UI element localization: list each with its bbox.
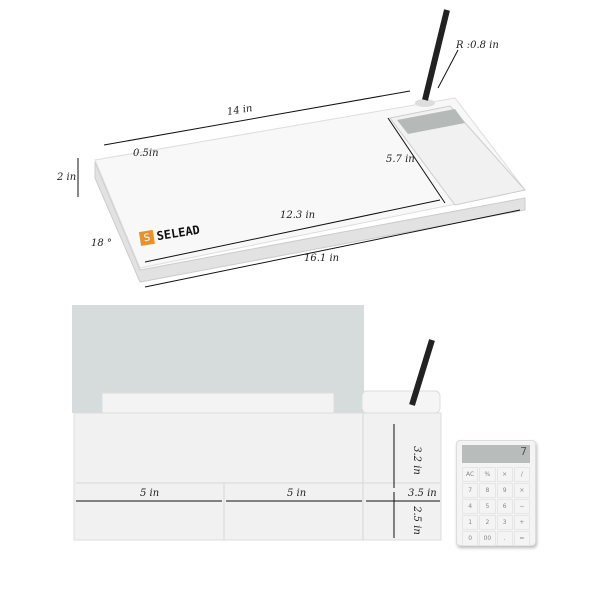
pen-cup [361, 390, 441, 414]
calculator-key: 8 [479, 483, 496, 498]
calculator-key: 0 [462, 531, 479, 546]
calculator-key: − [513, 499, 530, 514]
pen-2 [409, 339, 435, 406]
dim-height: 2 in [57, 172, 77, 183]
calculator-key: × [513, 483, 530, 498]
calculator-key: 2 [479, 515, 496, 530]
dim-right-lower-depth: 2.5 in [410, 506, 422, 535]
calculator-key: 7 [462, 483, 479, 498]
dim-total-length: 16.1 in [304, 253, 340, 264]
dim-angle: 18 ° [91, 238, 112, 249]
tray [73, 412, 442, 541]
lid-ledge [101, 392, 335, 414]
calculator-key: 9 [496, 483, 513, 498]
dim-board-width: 12.3 in [280, 210, 316, 221]
dim-board-depth: 5.7 in [386, 154, 415, 165]
pen-holder [415, 99, 435, 107]
calculator-key: 5 [479, 499, 496, 514]
calculator-key: 3 [496, 515, 513, 530]
calculator-key: / [513, 467, 530, 482]
dim-groove-depth: 0.5in [133, 148, 159, 159]
calculator-key: 1 [462, 515, 479, 530]
board-side [94, 161, 526, 283]
dim-middle-compartment: 5 in [287, 488, 307, 499]
dim-right-width: 3.5 in [408, 488, 437, 499]
dim-left-compartment: 5 in [140, 488, 160, 499]
dim-pen-radius: R :0.8 in [456, 40, 499, 51]
calculator-display: 7 [462, 445, 530, 463]
calculator-key: 4 [462, 499, 479, 514]
calculator-screen [397, 109, 465, 134]
calculator-key: 6 [496, 499, 513, 514]
logo-icon: S [138, 229, 155, 246]
calculator-key: = [513, 531, 530, 546]
calculator-key: AC [462, 467, 479, 482]
calculator-key: 00 [479, 531, 496, 546]
pen [422, 9, 450, 101]
dim-right-upper-depth: 3.2 in [410, 446, 422, 475]
calculator-key: % [479, 467, 496, 482]
calculator-key: × [496, 467, 513, 482]
calculator-key: + [513, 515, 530, 530]
calculator-key: . [496, 531, 513, 546]
